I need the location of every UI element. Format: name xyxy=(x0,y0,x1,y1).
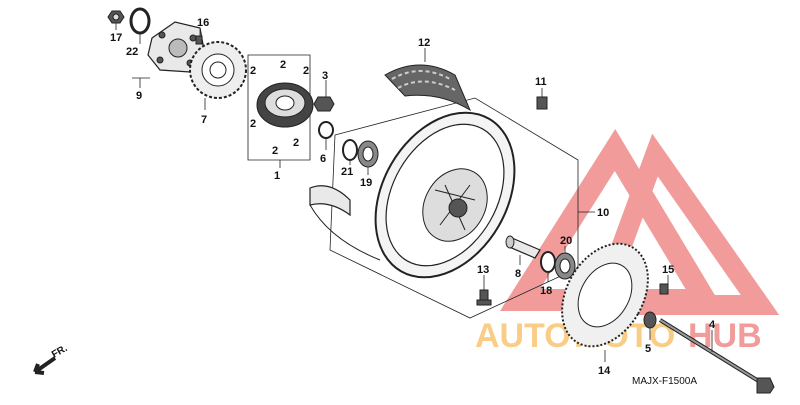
part-21-dust-seal xyxy=(342,139,358,161)
label-9: 9 xyxy=(136,90,142,102)
label-2f: 2 xyxy=(272,145,278,157)
front-direction-label: FR. xyxy=(50,343,70,361)
part-3-collar xyxy=(313,96,335,112)
part-14-brake-disc xyxy=(561,242,649,348)
part-15-bolt xyxy=(659,283,669,295)
part-6-washer xyxy=(318,121,334,139)
label-2b: 2 xyxy=(280,59,286,71)
label-10: 10 xyxy=(597,207,609,219)
part-7-sprocket xyxy=(189,41,247,99)
label-20: 20 xyxy=(560,235,572,247)
label-15: 15 xyxy=(662,264,674,276)
part-20-bearing xyxy=(554,252,576,280)
label-2a: 2 xyxy=(250,65,256,77)
part-13-bolt xyxy=(476,289,492,306)
part-19-bearing xyxy=(357,140,379,168)
label-21: 21 xyxy=(341,166,353,178)
part-5-nut xyxy=(643,311,657,329)
label-7: 7 xyxy=(201,114,207,126)
label-3: 3 xyxy=(322,70,328,82)
front-direction-arrow: FR. xyxy=(33,343,70,375)
label-4: 4 xyxy=(709,319,716,331)
label-18: 18 xyxy=(540,285,552,297)
watermark-text-hub: HUB xyxy=(688,317,762,355)
part-11-valve xyxy=(536,96,548,110)
label-6: 6 xyxy=(320,153,326,165)
part-9-sprocket-flange xyxy=(147,21,206,73)
label-17: 17 xyxy=(110,32,122,44)
label-5: 5 xyxy=(645,343,651,355)
label-2e: 2 xyxy=(293,137,299,149)
label-14: 14 xyxy=(598,365,611,377)
part-1-wheel-damper xyxy=(256,82,314,128)
part-1-group-bracket xyxy=(247,54,311,161)
label-8: 8 xyxy=(515,268,521,280)
label-16: 16 xyxy=(197,17,209,29)
label-19: 19 xyxy=(360,177,372,189)
watermark-text-auto: AUTO xyxy=(475,317,571,355)
part-22-o-ring xyxy=(129,7,151,35)
label-13: 13 xyxy=(477,264,489,276)
label-12: 12 xyxy=(418,37,430,49)
part-17-nut xyxy=(107,10,125,24)
leader-lines xyxy=(115,23,713,362)
part-8-axle-spacer xyxy=(505,235,541,259)
part-16-bolt xyxy=(195,35,203,45)
label-2c: 2 xyxy=(303,65,309,77)
part-12-tire xyxy=(384,64,472,112)
label-22: 22 xyxy=(126,46,138,58)
diagram-code: MAJX-F1500A xyxy=(632,376,697,387)
part-4-axle xyxy=(658,318,775,394)
label-2d: 2 xyxy=(250,118,256,130)
part-18-seal xyxy=(540,251,556,273)
main-wheel xyxy=(309,111,516,279)
watermark-triangle-right xyxy=(585,133,780,315)
label-11: 11 xyxy=(535,76,547,88)
label-1: 1 xyxy=(274,170,280,182)
